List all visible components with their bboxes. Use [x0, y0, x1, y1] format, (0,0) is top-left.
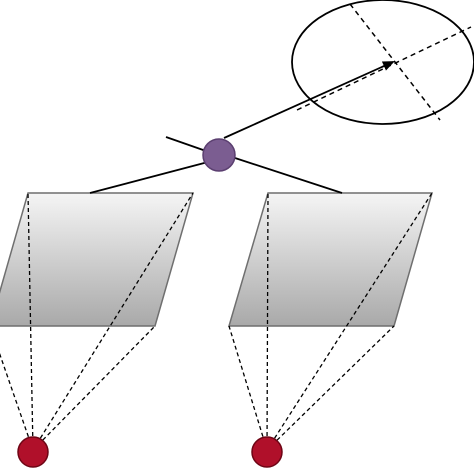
ellipse-minor-axis-dashed [296, 26, 472, 111]
crossing-line-left [165, 136, 207, 152]
ellipse-major-axis-dashed [349, 3, 441, 121]
joint-to-left-panel-line [89, 161, 209, 194]
direction-arrow [223, 61, 395, 139]
left-projection-lines [0, 192, 194, 451]
left-panel [0, 192, 194, 327]
joint-to-right-panel-line [234, 157, 343, 194]
right-projection-lines [228, 192, 433, 451]
left-endpoint-node [17, 436, 49, 468]
right-endpoint-node [251, 436, 283, 468]
joint-node [202, 138, 236, 172]
target-ellipse [291, 0, 474, 125]
right-panel [227, 192, 433, 327]
